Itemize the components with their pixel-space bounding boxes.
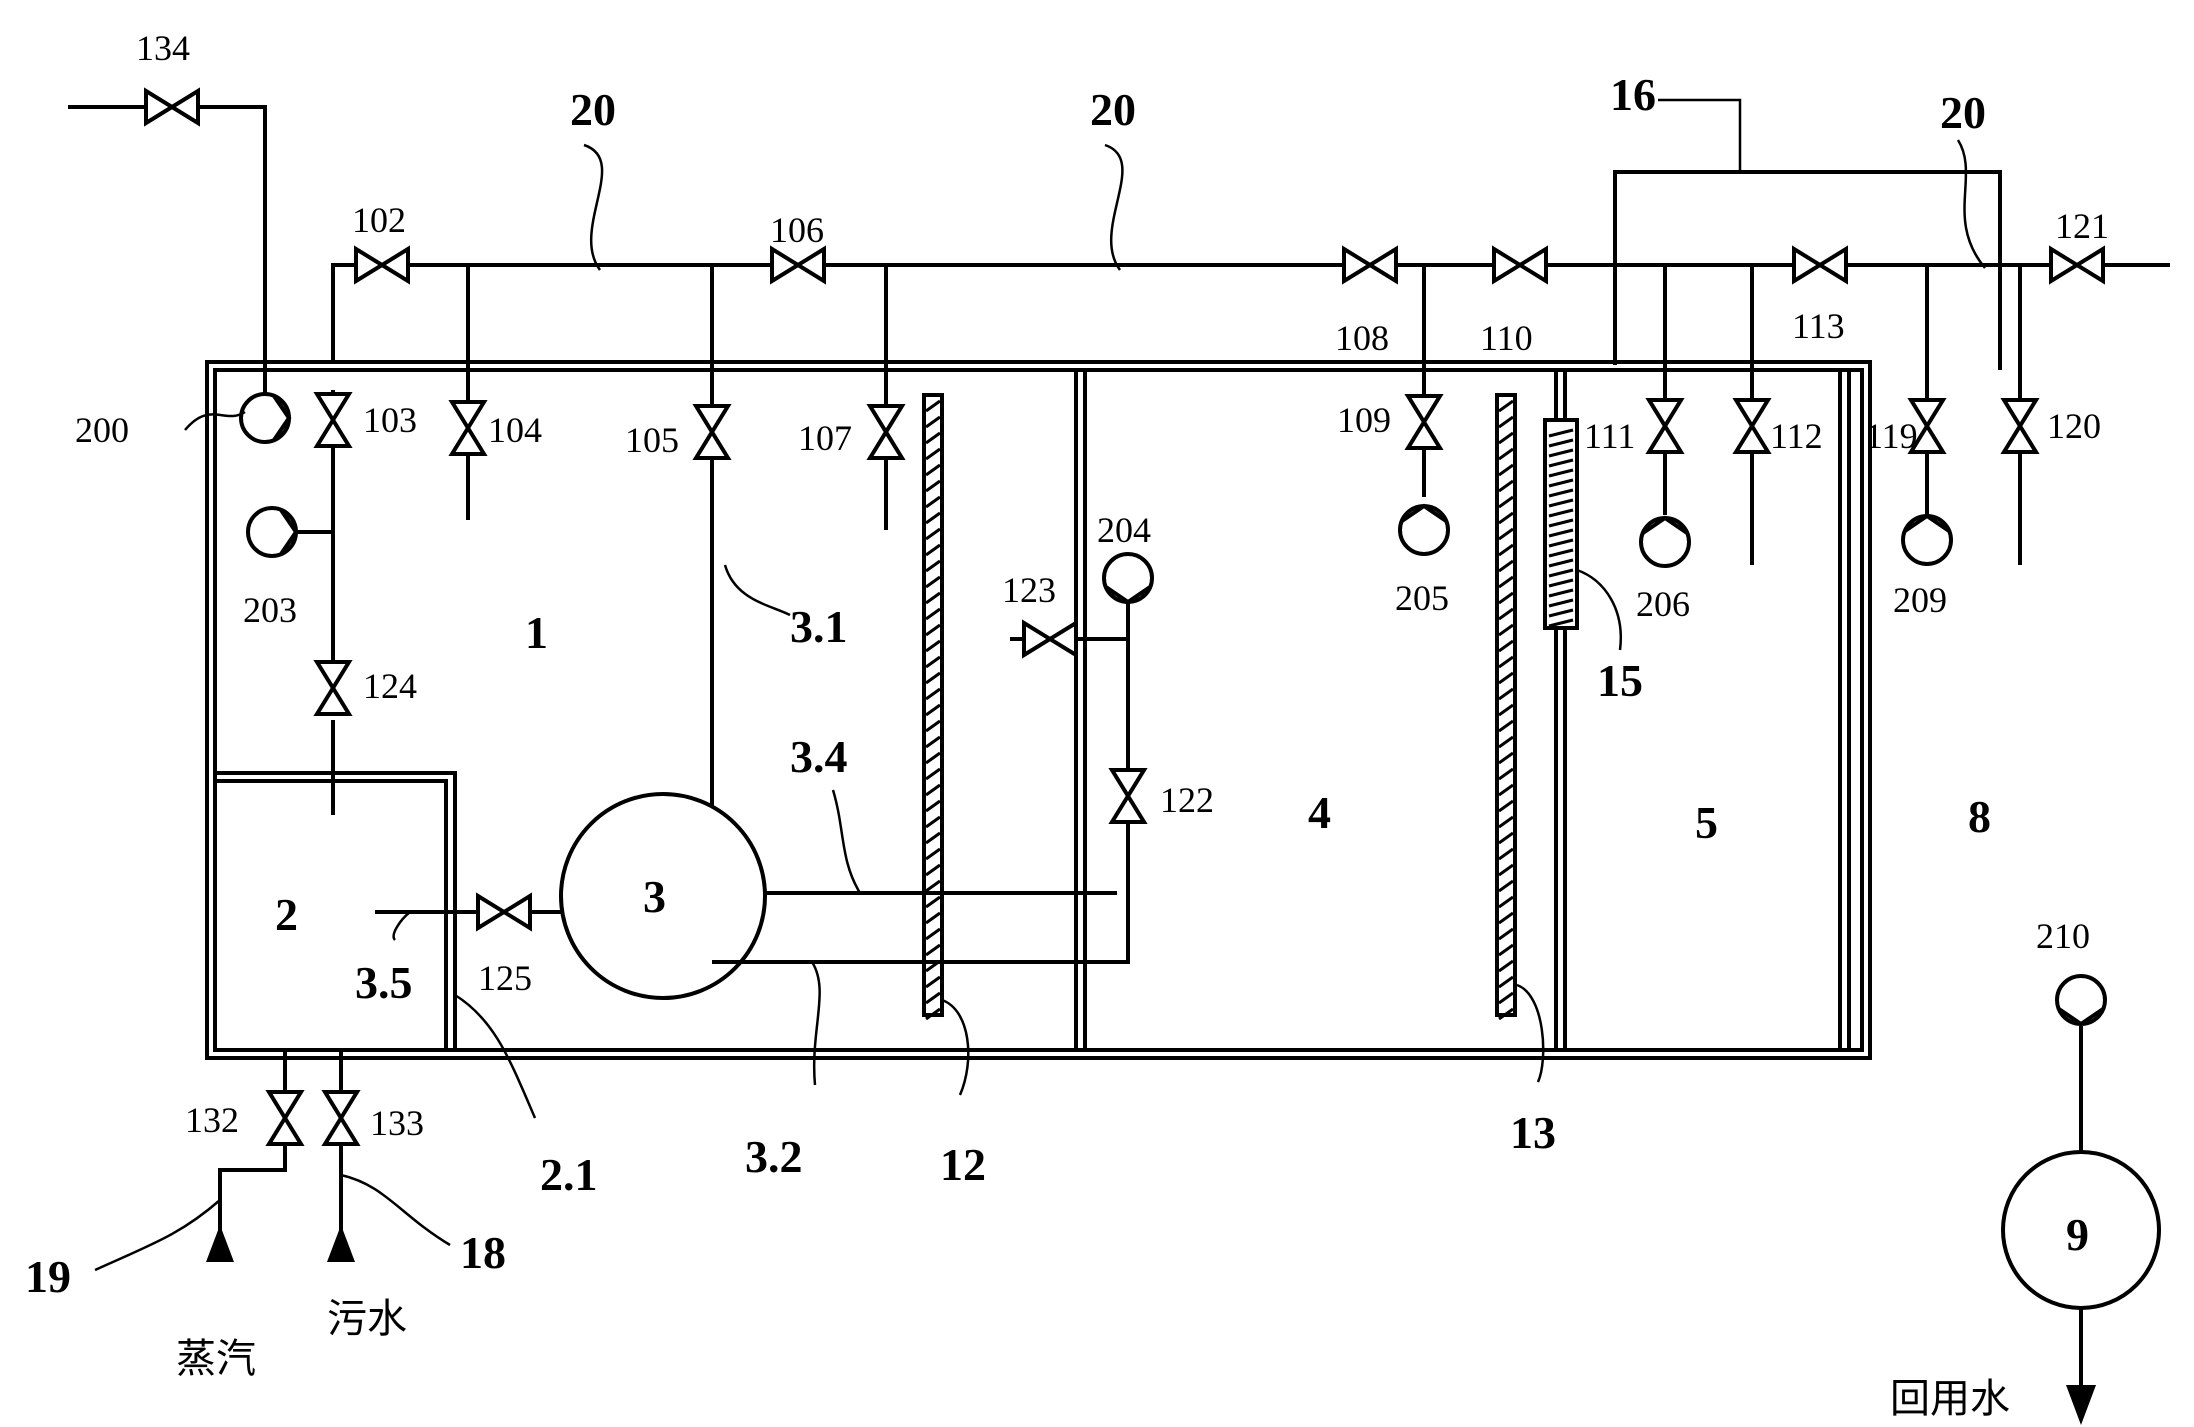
valve-108[interactable] <box>1342 247 1398 283</box>
valve-133[interactable] <box>323 1090 359 1146</box>
label-valve-120: 120 <box>2047 406 2101 446</box>
pipe-20 <box>331 263 2170 364</box>
label-pump-210: 210 <box>2036 916 2090 956</box>
valve-113[interactable] <box>1792 247 1848 283</box>
membrane-12-hatching <box>925 399 941 1021</box>
label-valve-123: 123 <box>1002 570 1056 610</box>
partition-walls <box>1074 370 1851 1050</box>
valve-102[interactable] <box>354 247 410 283</box>
label-pump-206: 206 <box>1636 584 1690 624</box>
pump-205[interactable] <box>1398 504 1450 556</box>
label-valve-113: 113 <box>1792 306 1845 346</box>
label-2-1: 2.1 <box>540 1149 598 1200</box>
label-3-2: 3.2 <box>745 1131 803 1182</box>
label-pipe-20-a: 20 <box>570 84 616 135</box>
tank-9 <box>2001 1150 2161 1310</box>
valve-132[interactable] <box>267 1090 303 1146</box>
label-reactor-3: 3 <box>643 871 666 922</box>
label-valve-103: 103 <box>363 400 417 440</box>
label-valve-105: 105 <box>625 420 679 460</box>
label-reuse-water: 回用水 <box>1890 1376 2010 1422</box>
labels: 20 20 20 16 134 102 106 108 110 113 121 … <box>25 28 2109 1422</box>
valve-112[interactable] <box>1734 398 1770 454</box>
label-valve-109: 109 <box>1337 400 1391 440</box>
valve-109[interactable] <box>1406 394 1442 450</box>
pump-210[interactable] <box>2055 974 2107 1026</box>
label-12: 12 <box>940 1139 986 1190</box>
label-valve-104: 104 <box>488 410 542 450</box>
label-15: 15 <box>1597 655 1643 706</box>
label-valve-119: 119 <box>1865 416 1918 456</box>
label-steam: 蒸汽 <box>176 1336 256 1382</box>
manifold-16 <box>1613 170 2002 370</box>
label-valve-108: 108 <box>1335 318 1389 358</box>
valve-106[interactable] <box>770 247 826 283</box>
bottom-inlets <box>206 1050 355 1262</box>
leader-lines <box>94 98 1986 1272</box>
label-3-4: 3.4 <box>790 731 848 782</box>
label-valve-110: 110 <box>1480 318 1533 358</box>
pump-203[interactable] <box>246 506 298 558</box>
label-pump-203: 203 <box>243 590 297 630</box>
reactor-piping <box>375 600 1130 964</box>
valve-121[interactable] <box>2049 247 2105 283</box>
label-3-1: 3.1 <box>790 601 848 652</box>
pump-204[interactable] <box>1102 552 1154 604</box>
valve-123[interactable] <box>1022 621 1078 657</box>
zone2-inner-tank <box>215 771 457 1050</box>
label-valve-125: 125 <box>478 958 532 998</box>
outlet-piping <box>2066 1026 2096 1425</box>
tank-outer-wall <box>205 360 1872 1060</box>
valve-105[interactable] <box>694 404 730 460</box>
valve-111[interactable] <box>1647 398 1683 454</box>
label-manifold-16: 16 <box>1610 69 1656 120</box>
valve-107[interactable] <box>868 404 904 460</box>
inlet-line-134 <box>68 105 267 400</box>
valve-120[interactable] <box>2002 398 2038 454</box>
label-pump-204: 204 <box>1097 510 1151 550</box>
label-13: 13 <box>1510 1107 1556 1158</box>
label-valve-122: 122 <box>1160 780 1214 820</box>
membrane-13-hatching <box>1498 399 1514 1021</box>
label-valve-111: 111 <box>1584 416 1635 456</box>
branch-drops <box>288 265 2022 825</box>
label-tank-9: 9 <box>2066 1209 2089 1260</box>
label-sewage: 污水 <box>327 1296 407 1342</box>
valve-104[interactable] <box>450 400 486 456</box>
label-valve-121: 121 <box>2055 206 2109 246</box>
pump-209[interactable] <box>1901 514 1953 566</box>
heater-15-coils <box>1548 428 1574 628</box>
pump-206[interactable] <box>1639 516 1691 568</box>
valve-134[interactable] <box>144 89 200 125</box>
valve-110[interactable] <box>1492 247 1548 283</box>
label-valve-134: 134 <box>136 28 190 68</box>
reactor-3 <box>559 792 767 1000</box>
valve-125[interactable] <box>476 894 532 930</box>
label-zone-8: 8 <box>1968 791 1991 842</box>
label-valve-124: 124 <box>363 666 417 706</box>
label-valve-106: 106 <box>770 210 824 250</box>
label-zone-2: 2 <box>275 889 298 940</box>
label-19: 19 <box>25 1251 71 1302</box>
label-valve-102: 102 <box>352 200 406 240</box>
label-zone-1: 1 <box>525 607 548 658</box>
label-pump-209: 209 <box>1893 580 1947 620</box>
valve-103[interactable] <box>315 392 351 448</box>
valve-122[interactable] <box>1110 768 1146 824</box>
label-zone-4: 4 <box>1308 787 1331 838</box>
label-3-5: 3.5 <box>355 957 413 1008</box>
label-pipe-20-c: 20 <box>1940 87 1986 138</box>
label-pump-200: 200 <box>75 410 129 450</box>
label-valve-133: 133 <box>370 1103 424 1143</box>
label-pump-205: 205 <box>1395 578 1449 618</box>
label-zone-5: 5 <box>1695 797 1718 848</box>
pump-200[interactable] <box>239 392 291 444</box>
label-valve-107: 107 <box>798 418 852 458</box>
label-valve-112: 112 <box>1770 416 1823 456</box>
label-18: 18 <box>460 1227 506 1278</box>
label-valve-132: 132 <box>185 1100 239 1140</box>
valve-124[interactable] <box>315 660 351 716</box>
label-pipe-20-b: 20 <box>1090 84 1136 135</box>
